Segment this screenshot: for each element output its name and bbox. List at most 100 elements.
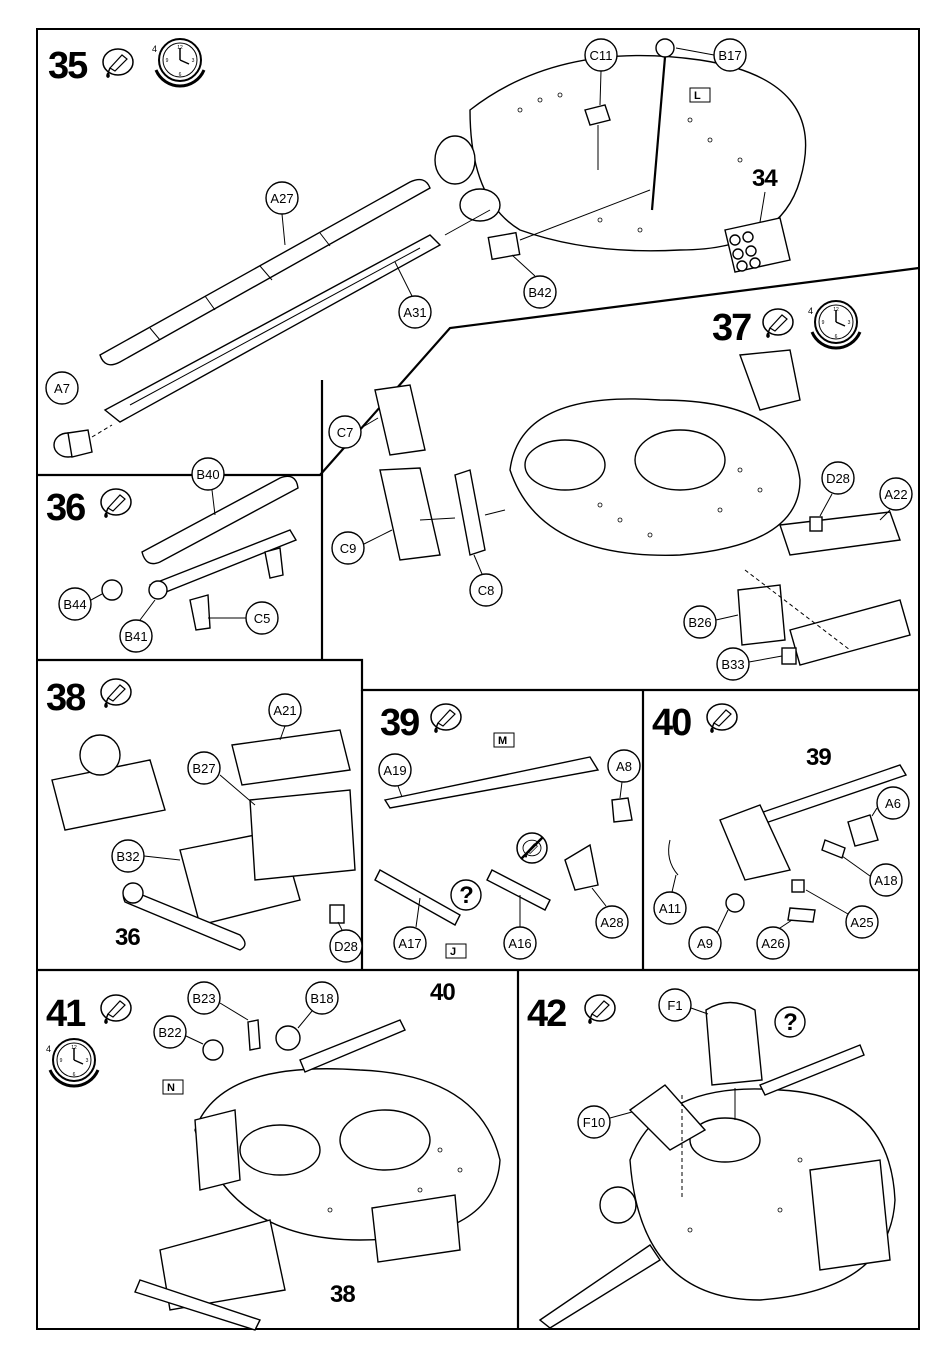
part-c8 bbox=[455, 470, 485, 555]
part-c7 bbox=[375, 385, 425, 455]
callout-b26: B26 bbox=[684, 606, 738, 638]
callout-a7: A7 bbox=[46, 372, 78, 404]
glue-tube-icon bbox=[101, 679, 131, 708]
callout-a9: A9 bbox=[689, 910, 728, 959]
step-number: 40 bbox=[652, 702, 691, 744]
part-b42 bbox=[488, 233, 519, 260]
callout-b32: B32 bbox=[112, 840, 180, 872]
svg-text:A9: A9 bbox=[697, 936, 713, 951]
svg-text:A19: A19 bbox=[383, 763, 406, 778]
callout-b23: B23 bbox=[188, 982, 248, 1020]
clock-icon bbox=[152, 39, 204, 86]
part-b33 bbox=[782, 648, 796, 664]
part-a26 bbox=[788, 908, 815, 922]
svg-text:C5: C5 bbox=[254, 611, 271, 626]
svg-text:B33: B33 bbox=[721, 657, 744, 672]
svg-text:A7: A7 bbox=[54, 381, 70, 396]
glue-tube-icon bbox=[763, 309, 793, 338]
callout-a31: A31 bbox=[395, 262, 431, 328]
part-b27 bbox=[250, 790, 355, 880]
glue-tube-icon bbox=[707, 704, 737, 733]
part-c9 bbox=[380, 468, 440, 560]
svg-text:F1: F1 bbox=[667, 998, 682, 1013]
step-number: 38 bbox=[46, 677, 85, 719]
callout-c5: C5 bbox=[208, 602, 278, 634]
step-42: 42 ? F1 F10 bbox=[527, 989, 895, 1328]
svg-text:A18: A18 bbox=[874, 873, 897, 888]
callout-a16: A16 bbox=[504, 895, 536, 959]
svg-text:N: N bbox=[167, 1082, 175, 1094]
callout-a19: A19 bbox=[379, 754, 411, 797]
step-35: 35 34 A27 A3 bbox=[46, 39, 806, 457]
step-number: 35 bbox=[48, 45, 88, 87]
callout-a17: A17 bbox=[394, 898, 426, 959]
subassembly-label: 34 bbox=[752, 165, 778, 192]
svg-text:B40: B40 bbox=[196, 467, 219, 482]
flag-j: J bbox=[446, 944, 466, 958]
svg-text:B27: B27 bbox=[192, 761, 215, 776]
step-38: 38 36 A21 B27 B32 D28 bbox=[46, 677, 362, 962]
callout-a11: A11 bbox=[654, 875, 686, 924]
part-a21 bbox=[232, 730, 350, 785]
part-a8 bbox=[612, 798, 632, 822]
glue-tube-icon bbox=[103, 49, 133, 78]
glue-tube-icon bbox=[101, 995, 131, 1024]
callout-b22: B22 bbox=[154, 1016, 203, 1048]
svg-text:L: L bbox=[694, 90, 701, 102]
svg-text:C7: C7 bbox=[337, 425, 354, 440]
svg-text:A21: A21 bbox=[273, 703, 296, 718]
part-a9 bbox=[726, 894, 744, 912]
callout-a28: A28 bbox=[592, 888, 628, 938]
step-number: 41 bbox=[46, 993, 86, 1035]
callout-a21: A21 bbox=[269, 694, 301, 740]
svg-text:A11: A11 bbox=[659, 901, 681, 916]
glue-tube-icon bbox=[101, 489, 131, 518]
svg-text:B23: B23 bbox=[192, 991, 215, 1006]
part-b17 bbox=[656, 39, 674, 57]
svg-text:A22: A22 bbox=[884, 487, 907, 502]
part-b18 bbox=[276, 1026, 300, 1050]
svg-text:C9: C9 bbox=[340, 541, 357, 556]
callout-a27: A27 bbox=[266, 182, 298, 245]
callout-a8: A8 bbox=[608, 750, 640, 798]
no-glue-icon bbox=[517, 833, 547, 863]
part-b22 bbox=[203, 1040, 223, 1060]
callout-c8: C8 bbox=[470, 555, 502, 606]
callout-b41: B41 bbox=[120, 600, 155, 652]
part-b26 bbox=[738, 585, 785, 645]
step-number: 42 bbox=[527, 993, 566, 1035]
clock-icon bbox=[808, 301, 860, 348]
svg-text:D28: D28 bbox=[826, 471, 850, 486]
part-b44 bbox=[102, 580, 122, 600]
svg-text:C8: C8 bbox=[478, 583, 495, 598]
callout-b42: B42 bbox=[512, 255, 556, 308]
part-d28 bbox=[810, 517, 822, 531]
callout-a25: A25 bbox=[806, 890, 878, 938]
glue-tube-icon bbox=[585, 995, 615, 1024]
mg-barrel-a19 bbox=[385, 757, 598, 808]
svg-text:A25: A25 bbox=[850, 915, 873, 930]
subassembly-label: 36 bbox=[115, 924, 140, 951]
flag-n: N bbox=[163, 1080, 183, 1094]
svg-text:A31: A31 bbox=[403, 305, 426, 320]
callout-c7: C7 bbox=[329, 416, 378, 448]
svg-text:B41: B41 bbox=[124, 629, 147, 644]
callout-d28: D28 bbox=[820, 462, 854, 516]
callout-b44: B44 bbox=[59, 588, 102, 620]
svg-text:A6: A6 bbox=[885, 796, 901, 811]
svg-text:J: J bbox=[450, 946, 456, 958]
svg-text:A27: A27 bbox=[270, 191, 293, 206]
step-36: 36 B40 B44 B41 C5 bbox=[46, 458, 298, 652]
svg-text:A26: A26 bbox=[761, 936, 784, 951]
svg-text:F10: F10 bbox=[583, 1115, 605, 1130]
callout-d28: D28 bbox=[330, 922, 362, 962]
callout-b18: B18 bbox=[298, 982, 338, 1028]
step-number: 37 bbox=[712, 307, 751, 349]
callout-f10: F10 bbox=[578, 1106, 632, 1138]
svg-text:B17: B17 bbox=[718, 48, 741, 63]
callout-a18: A18 bbox=[842, 856, 902, 896]
question-bubble: ? bbox=[451, 880, 481, 910]
callout-f1: F1 bbox=[659, 989, 708, 1021]
svg-text:B18: B18 bbox=[310, 991, 333, 1006]
